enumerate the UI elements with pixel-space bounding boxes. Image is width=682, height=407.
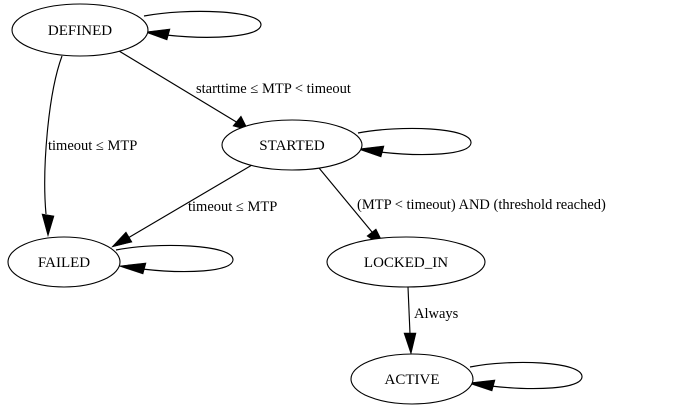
node-defined[interactable]: DEFINED (11, 3, 149, 57)
edge-active-self (467, 361, 583, 392)
node-started-label: STARTED (259, 138, 325, 154)
edge-active-self-path (469, 361, 583, 390)
edge-label-started-failed: timeout ≤ MTP (188, 199, 277, 215)
edge-label-locked-in-active: Always (414, 306, 459, 322)
edge-defined-started: starttime ≤ MTP < timeout (118, 50, 351, 131)
edge-label-defined-started: starttime ≤ MTP < timeout (196, 81, 351, 97)
edge-started-failed: timeout ≤ MTP (111, 164, 277, 248)
edge-defined-started-path (118, 50, 244, 127)
node-failed-label: FAILED (38, 255, 90, 271)
edge-label-started-locked-in: (MTP < timeout) AND (threshold reached) (357, 197, 606, 213)
edge-defined-failed: timeout ≤ MTP (41, 55, 137, 238)
node-locked-in-label: LOCKED_IN (364, 255, 448, 271)
node-failed-ellipse[interactable] (7, 236, 121, 288)
node-started[interactable]: STARTED (221, 119, 363, 171)
node-locked-in[interactable]: LOCKED_IN (326, 236, 486, 288)
node-started-ellipse[interactable] (221, 119, 363, 171)
edge-label-defined-failed: timeout ≤ MTP (48, 138, 137, 154)
edge-started-locked-in-path (318, 167, 373, 233)
edge-defined-failed-path (44, 55, 63, 215)
node-active-ellipse[interactable] (350, 353, 474, 405)
node-active-label: ACTIVE (385, 372, 440, 388)
node-active[interactable]: ACTIVE (350, 353, 474, 405)
edge-failed-self (115, 244, 234, 275)
edge-started-locked-in: (MTP < timeout) AND (threshold reached) (318, 167, 606, 250)
edge-defined-self-arrowhead (144, 28, 171, 41)
edge-locked-in-active: Always (403, 286, 459, 356)
node-defined-label: DEFINED (48, 23, 112, 39)
edge-locked-in-active-arrowhead (403, 332, 417, 356)
edge-started-self-path (357, 127, 472, 156)
edge-locked-in-active-path (407, 286, 411, 335)
edge-defined-self-path (143, 10, 262, 38)
node-locked-in-ellipse[interactable] (326, 236, 486, 288)
edge-failed-self-arrowhead (118, 262, 147, 275)
edge-started-self-arrowhead (357, 145, 385, 158)
edge-active-self-arrowhead (467, 379, 496, 392)
edge-started-failed-path (127, 164, 253, 239)
edge-started-self (357, 127, 472, 158)
node-defined-ellipse[interactable] (11, 3, 149, 57)
edge-started-failed-arrowhead (111, 231, 133, 248)
edge-defined-failed-arrowhead (41, 213, 55, 238)
edge-defined-self (143, 10, 262, 41)
edge-failed-self-path (115, 244, 234, 273)
node-failed[interactable]: FAILED (7, 236, 121, 288)
